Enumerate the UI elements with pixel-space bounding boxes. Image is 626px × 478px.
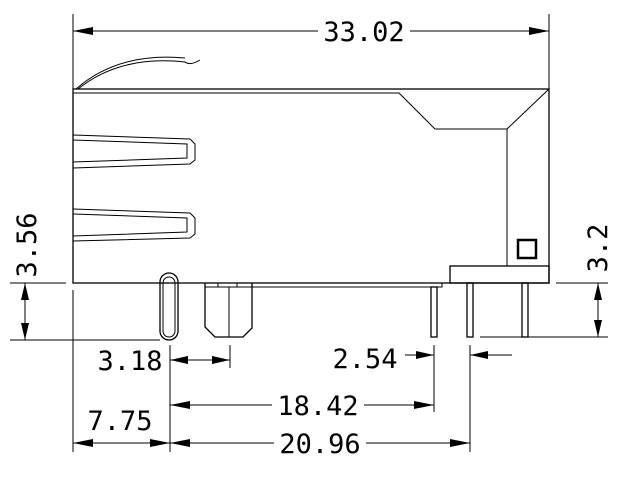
dim-label: 3.18 (97, 346, 162, 377)
led-lower (72, 208, 196, 242)
square-marker (516, 238, 538, 260)
dim-label: 7.75 (87, 406, 152, 437)
dim-pin-offset: 3.18 (97, 346, 230, 377)
dim-label: 2.54 (332, 344, 397, 375)
dim-pin-span-b: 20.96 (170, 429, 470, 460)
signal-pin (466, 282, 474, 338)
dim-label: 3.2 (583, 224, 614, 273)
signal-pin (430, 286, 438, 338)
dim-left-height: 3.56 (10, 212, 160, 341)
dim-right-height: 3.2 (480, 224, 614, 338)
dim-pin-pitch: 2.54 (332, 344, 512, 375)
shield-pin (159, 272, 179, 341)
dim-label: 33.02 (323, 17, 404, 48)
signal-pin (521, 282, 529, 338)
shield-spring (77, 59, 201, 90)
led-upper (72, 134, 196, 169)
dim-overall-length: 33.02 (72, 14, 550, 89)
dim-label: 3.56 (12, 212, 43, 277)
dim-label: 20.96 (279, 429, 360, 460)
dim-label: 18.42 (277, 391, 358, 422)
dim-pin-span-a: 18.42 (170, 391, 434, 422)
dim-front-offset: 7.75 (73, 406, 170, 447)
connector-body (72, 56, 550, 284)
pcb-step (449, 265, 550, 284)
